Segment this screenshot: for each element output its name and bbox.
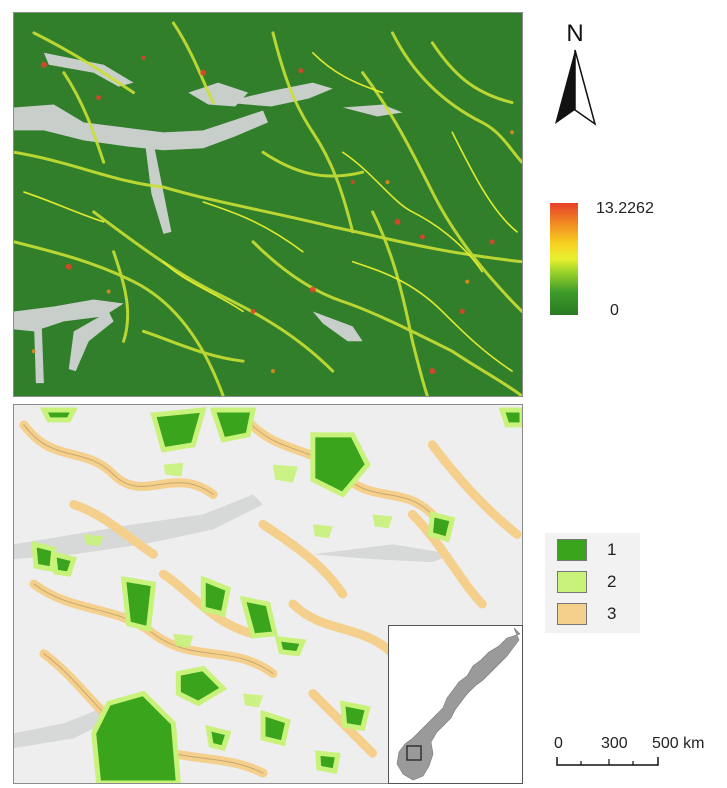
north-label: N (566, 20, 584, 47)
continuous-legend: 13.2262 0 (548, 200, 698, 320)
class-3-label: 3 (607, 604, 617, 623)
norway-outline-map (396, 627, 521, 781)
inset-locator-map (388, 625, 523, 784)
color-ramp (550, 203, 578, 315)
locator-rectangle-icon (406, 745, 422, 761)
class-2-swatch (557, 571, 587, 593)
class-3-swatch (557, 603, 587, 625)
top-map-panel (13, 12, 523, 397)
legend-max-label: 13.2262 (596, 200, 654, 217)
scale-tick-0-label: 0 (554, 735, 563, 752)
scale-bar-line (556, 757, 659, 766)
scale-tick-2-label: 500 km (652, 735, 705, 752)
class-1-swatch (557, 539, 587, 561)
scale-tick-1-label: 300 (601, 735, 628, 752)
continuous-raster-map (14, 13, 522, 396)
class-1-label: 1 (607, 540, 617, 559)
north-arrow-icon (555, 49, 597, 126)
north-arrow: N (545, 22, 605, 137)
scale-bar: 0 300 500 km (541, 735, 726, 775)
legend-min-label: 0 (610, 302, 619, 319)
class-legend: 1 2 3 (545, 533, 640, 633)
class-2-label: 2 (607, 572, 617, 591)
